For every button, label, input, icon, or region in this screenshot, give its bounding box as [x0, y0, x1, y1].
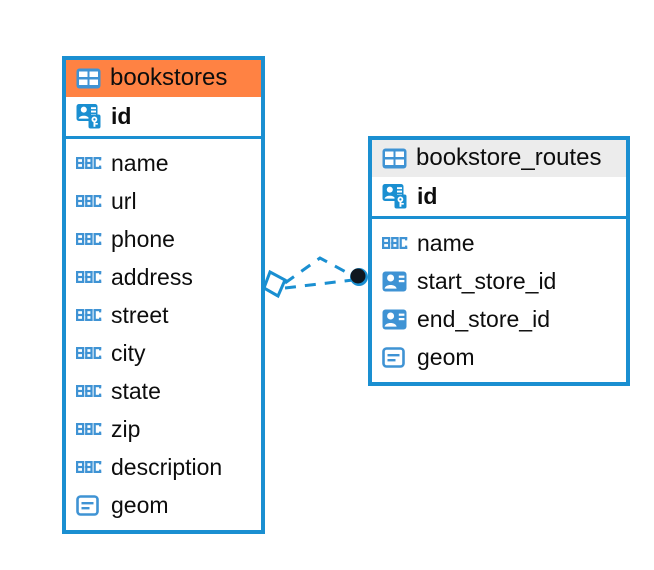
field-label: street	[111, 301, 169, 328]
entity-table-bookstore-routes[interactable]: bookstore_routes id	[368, 136, 630, 387]
field-row[interactable]: name	[66, 144, 261, 182]
primary-key-icon	[382, 184, 407, 209]
field-label: start_store_id	[417, 267, 557, 294]
entity-title: bookstores	[110, 64, 228, 91]
field-label: name	[417, 229, 475, 256]
field-row[interactable]: street	[66, 296, 261, 334]
field-label: url	[111, 187, 137, 214]
field-label: id	[111, 102, 132, 129]
field-row[interactable]: end_store_id	[372, 300, 626, 338]
text-abc-icon	[76, 233, 102, 246]
field-label: geom	[417, 343, 475, 370]
field-list: name url	[66, 139, 261, 530]
relationship-line-upper	[284, 256, 356, 285]
field-label: city	[111, 339, 146, 366]
field-label: end_store_id	[417, 305, 550, 332]
text-abc-icon	[76, 461, 102, 474]
field-label: geom	[111, 491, 169, 518]
field-label: zip	[111, 415, 141, 442]
entity-header-bookstore-routes[interactable]: bookstore_routes	[372, 140, 626, 178]
primary-key-icon	[76, 104, 101, 129]
text-abc-icon	[76, 195, 102, 208]
field-label: phone	[111, 225, 175, 252]
field-row[interactable]: zip	[66, 410, 261, 448]
geometry-icon	[76, 495, 99, 516]
field-label: id	[417, 182, 438, 209]
text-abc-icon	[76, 271, 102, 284]
text-abc-icon	[76, 309, 102, 322]
field-row[interactable]: phone	[66, 220, 261, 258]
filled-circle-marker	[350, 268, 368, 286]
entity-table-bookstores[interactable]: bookstores id	[62, 56, 265, 535]
entity-header-bookstores[interactable]: bookstores	[66, 60, 261, 98]
table-icon	[382, 148, 407, 169]
foreign-key-icon	[382, 309, 407, 330]
text-abc-icon	[76, 423, 102, 436]
field-list: name start_store_id	[372, 219, 626, 382]
field-row[interactable]: name	[372, 224, 626, 262]
field-row[interactable]: geom	[372, 338, 626, 376]
field-row[interactable]: description	[66, 448, 261, 486]
field-label: name	[111, 149, 169, 176]
text-abc-icon	[382, 237, 408, 250]
geometry-icon	[382, 347, 405, 368]
open-diamond-marker	[262, 269, 287, 299]
field-row-primary-key[interactable]: id	[66, 97, 261, 140]
field-row[interactable]: url	[66, 182, 261, 220]
field-row[interactable]: city	[66, 334, 261, 372]
relationship-line-lower	[284, 278, 354, 290]
field-label: state	[111, 377, 161, 404]
text-abc-icon	[76, 157, 102, 170]
field-row[interactable]: geom	[66, 486, 261, 524]
field-row-primary-key[interactable]: id	[372, 177, 626, 220]
foreign-key-icon	[382, 271, 407, 292]
table-icon	[76, 68, 101, 89]
text-abc-icon	[76, 347, 102, 360]
field-row[interactable]: state	[66, 372, 261, 410]
field-label: description	[111, 453, 223, 480]
field-label: address	[111, 263, 193, 290]
field-row[interactable]: start_store_id	[372, 262, 626, 300]
text-abc-icon	[76, 385, 102, 398]
entity-title: bookstore_routes	[416, 144, 602, 171]
field-row[interactable]: address	[66, 258, 261, 296]
